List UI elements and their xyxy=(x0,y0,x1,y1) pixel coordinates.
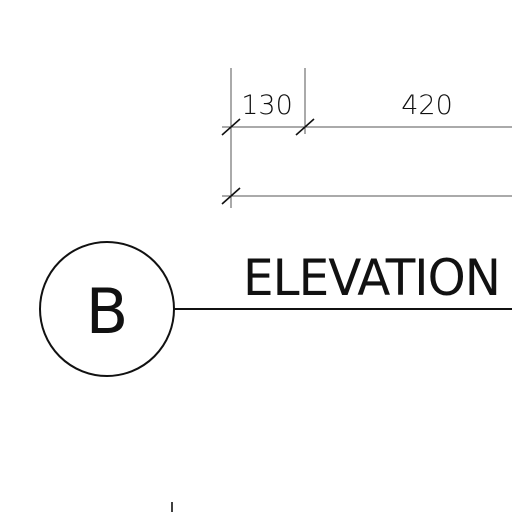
marker-letter: B xyxy=(86,275,129,348)
dimension-value-130: 130 xyxy=(241,90,293,121)
elevation-marker: B ELEVATION xyxy=(39,241,512,377)
dimension-string: 130 420 xyxy=(221,68,512,208)
tick-mark-upper-left xyxy=(221,118,241,136)
tick-mark-upper-middle xyxy=(295,118,315,136)
tick-mark-lower-left xyxy=(221,187,241,205)
dimension-value-420: 420 xyxy=(401,90,453,121)
elevation-title: ELEVATION xyxy=(243,249,500,307)
